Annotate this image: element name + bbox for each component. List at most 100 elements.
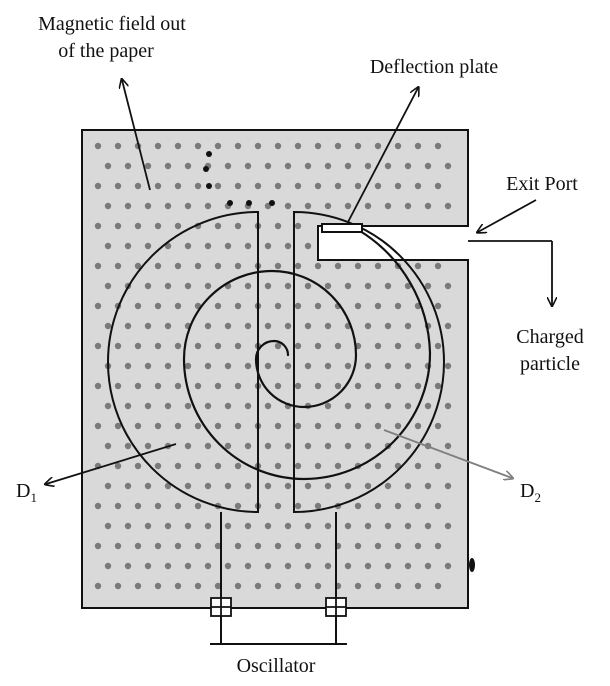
field-dot (124, 562, 132, 570)
field-dot (274, 262, 282, 270)
field-dot (324, 442, 332, 450)
field-dot (204, 522, 212, 530)
field-dot (294, 262, 302, 270)
field-dot (314, 262, 322, 270)
field-dot (344, 442, 352, 450)
field-dot (264, 522, 272, 530)
field-dot (404, 162, 412, 170)
field-dot (444, 442, 452, 450)
field-dot (204, 562, 212, 570)
field-dot (134, 262, 142, 270)
field-dot (394, 142, 402, 150)
field-dot (144, 202, 152, 210)
field-dot (94, 422, 102, 430)
field-dot (234, 342, 242, 350)
field-dot (184, 162, 192, 170)
field-dot (324, 522, 332, 530)
field-dot (294, 182, 302, 190)
field-dot (414, 342, 422, 350)
field-dot (434, 542, 442, 550)
field-dot (104, 442, 112, 450)
field-dot (94, 302, 102, 310)
field-dot (434, 462, 442, 470)
field-dot (214, 462, 222, 470)
field-dot (204, 322, 212, 330)
field-dot (234, 262, 242, 270)
field-dot (224, 402, 232, 410)
field-dot (104, 202, 112, 210)
field-dot (184, 482, 192, 490)
field-dot (124, 202, 132, 210)
field-dot (204, 202, 212, 210)
field-dot (294, 422, 302, 430)
field-dot (364, 282, 372, 290)
oscillator-terminals (210, 597, 347, 617)
field-dot (134, 342, 142, 350)
field-dot (194, 542, 202, 550)
field-dot (224, 482, 232, 490)
field-dot (244, 162, 252, 170)
field-dot (384, 362, 392, 370)
field-dot (114, 262, 122, 270)
field-dot (264, 402, 272, 410)
field-dot (154, 182, 162, 190)
field-dot (254, 582, 262, 590)
field-dot (394, 542, 402, 550)
field-dot (224, 242, 232, 250)
field-dot (404, 482, 412, 490)
field-dot (444, 202, 452, 210)
field-dot (264, 362, 272, 370)
field-dot (344, 562, 352, 570)
field-dot (94, 142, 102, 150)
field-dot (444, 322, 452, 330)
field-dot (334, 182, 342, 190)
d2-label: D2 (520, 480, 541, 505)
edge-mark (469, 558, 475, 572)
field-dot (424, 402, 432, 410)
field-dot (214, 542, 222, 550)
field-dot (294, 342, 302, 350)
field-dot (114, 422, 122, 430)
field-dot (324, 362, 332, 370)
field-dot (124, 522, 132, 530)
field-dot (364, 362, 372, 370)
field-dot (94, 262, 102, 270)
field-dot (214, 342, 222, 350)
field-dot (144, 362, 152, 370)
field-dot (134, 302, 142, 310)
field-dot (404, 362, 412, 370)
field-dot (334, 422, 342, 430)
field-dot (224, 362, 232, 370)
field-dot (144, 562, 152, 570)
field-dot (104, 402, 112, 410)
field-dot (114, 582, 122, 590)
field-dot (444, 522, 452, 530)
field-dot (184, 202, 192, 210)
field-dot (154, 502, 162, 510)
field-dot (124, 482, 132, 490)
field-dot (444, 482, 452, 490)
entering-particles (203, 151, 275, 206)
field-dot (174, 302, 182, 310)
field-dot (314, 182, 322, 190)
field-dot (294, 382, 302, 390)
field-dot (194, 382, 202, 390)
field-dot (224, 562, 232, 570)
field-dot (114, 382, 122, 390)
field-dot (304, 282, 312, 290)
field-dot (134, 222, 142, 230)
field-dot (414, 582, 422, 590)
d2-arrow (383, 429, 512, 478)
field-dot (334, 142, 342, 150)
field-dot (154, 262, 162, 270)
field-dot (404, 522, 412, 530)
field-dot (394, 382, 402, 390)
field-dot (394, 182, 402, 190)
field-dot (284, 242, 292, 250)
field-dot (304, 522, 312, 530)
field-dot (194, 342, 202, 350)
field-dot (334, 462, 342, 470)
field-dot (94, 582, 102, 590)
field-dot (134, 502, 142, 510)
field-dot (294, 462, 302, 470)
